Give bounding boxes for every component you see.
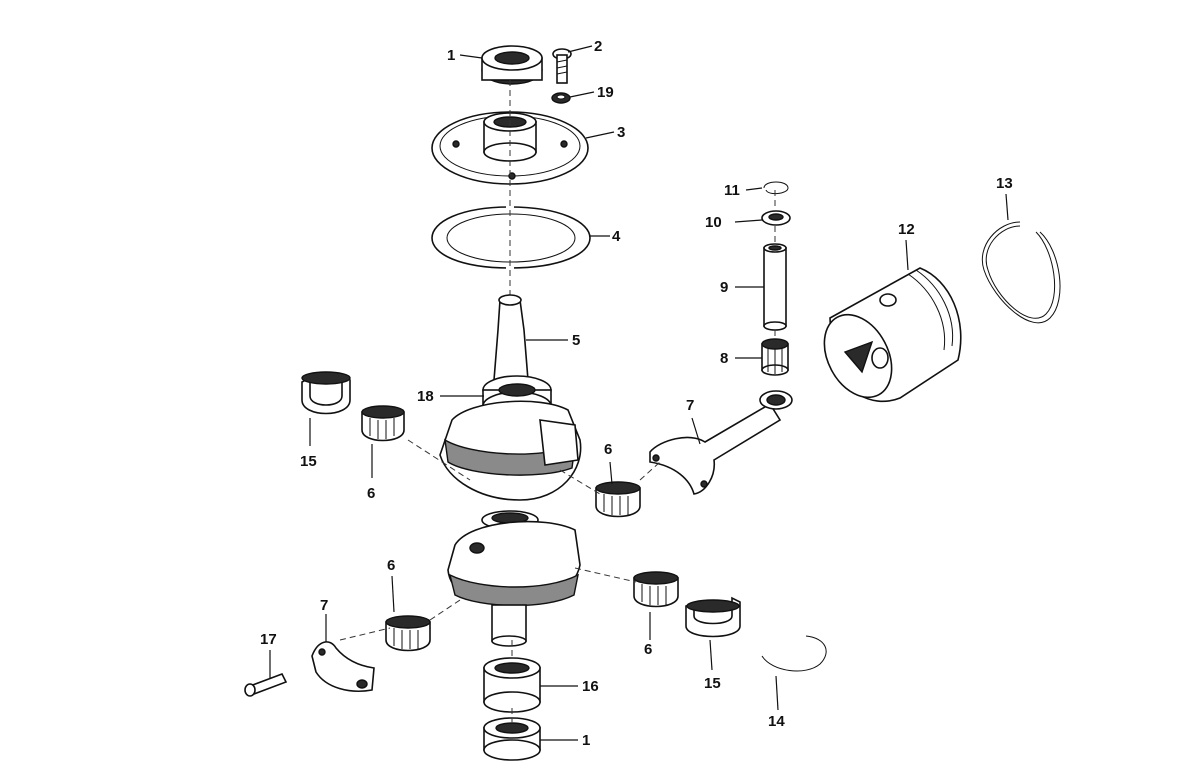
washer-part: [761, 210, 791, 226]
callout-5: 5: [572, 332, 580, 349]
needle-cage-lower-left-part: [385, 615, 431, 652]
piston-pin-part: [763, 243, 787, 331]
connecting-rod-part: [649, 390, 793, 495]
callout-2: 2: [594, 38, 602, 55]
callout-1-top: 1: [447, 47, 455, 64]
bearing-housing-part: [431, 111, 589, 185]
piston-ring-part: [981, 221, 1061, 324]
callout-17: 17: [260, 631, 277, 648]
needle-cage-left-part: [361, 405, 405, 442]
callout-6-lower-left: 6: [387, 557, 395, 574]
callout-labels: 1 2 19 3 4 5 18 15 6 11 10 9 8 7 6 12 13…: [260, 38, 1013, 749]
callout-6-lower-right: 6: [644, 641, 652, 658]
retaining-ring-part: [761, 635, 827, 672]
cap-bolt-part: [244, 672, 288, 697]
callout-4: 4: [612, 228, 621, 245]
needle-cage-lower-right-part: [633, 571, 679, 608]
callout-14: 14: [768, 713, 785, 730]
callout-19: 19: [597, 84, 614, 101]
callout-3: 3: [617, 124, 625, 141]
callout-8: 8: [720, 350, 728, 367]
callout-15-right: 15: [704, 675, 721, 692]
callout-12: 12: [898, 221, 915, 238]
leader-lines: [269, 45, 1009, 741]
bearing-shell-right-part: [685, 596, 741, 638]
needle-cage-mid-part: [595, 481, 641, 518]
callout-6-mid: 6: [604, 441, 612, 458]
callout-11: 11: [724, 182, 740, 199]
lock-washer-part: [551, 92, 571, 104]
screw-part: [552, 48, 572, 84]
oil-seal-bottom-part: [483, 717, 541, 761]
callout-18: 18: [417, 388, 434, 405]
callout-10: 10: [705, 214, 722, 231]
bearing-shell-left-part: [301, 371, 351, 415]
callout-13: 13: [996, 175, 1013, 192]
assembly-dashed-lines: [339, 190, 776, 722]
callout-16: 16: [582, 678, 599, 695]
crankshaft-part: [439, 80, 582, 647]
rod-cap-part: [311, 641, 375, 692]
callout-1-bottom: 1: [582, 732, 590, 749]
callout-7-cap: 7: [320, 597, 328, 614]
callout-9: 9: [720, 279, 728, 296]
retaining-clip-part: [763, 181, 789, 195]
piston-part: [823, 267, 962, 403]
pin-needle-bearing-part: [761, 338, 789, 376]
gasket-part: [431, 204, 591, 270]
roller-bearing-part: [483, 657, 541, 713]
callout-6-left: 6: [367, 485, 375, 502]
callout-15-left: 15: [300, 453, 317, 470]
oil-seal-top-part: [481, 45, 543, 85]
callout-7-rod: 7: [686, 397, 694, 414]
